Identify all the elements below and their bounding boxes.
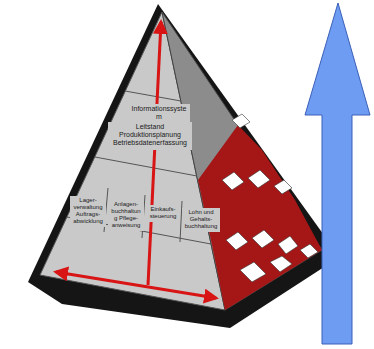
pyramid-shadow — [28, 4, 338, 328]
right-face-icons — [222, 114, 318, 282]
level-text: Lager-verwaltung Auftrags-abwicklung — [72, 197, 104, 225]
pyramid-level-label: Lohn und Gehalts-buchhaltung — [182, 208, 220, 232]
level-text: Einkaufs-steuerung — [148, 206, 178, 220]
pyramid-right-face — [162, 12, 322, 310]
pyramid-level-label: Informationssystem — [128, 104, 190, 124]
horizontal-red-arrow — [56, 272, 216, 298]
level-text: Lohn und Gehalts-buchhaltung — [184, 209, 218, 230]
blue-up-arrow — [305, 3, 370, 344]
pyramid-level-label: Anlagen-buchhaltung Pflege-anweisung — [108, 200, 144, 231]
vertical-red-arrow — [148, 22, 161, 285]
level-text: Anlagen-buchhaltung Pflege-anweisung — [110, 201, 142, 229]
pyramid-level-label: Einkaufs-steuerung — [146, 205, 180, 222]
level-text: Informationssystem — [130, 105, 188, 121]
pyramid-level-label: Lager-verwaltung Auftrags-abwicklung — [70, 196, 106, 227]
pyramid-level-label: Leitstand Produktionsplanung Betriebsdat… — [108, 122, 192, 150]
level-text: Leitstand Produktionsplanung Betriebsdat… — [110, 123, 190, 147]
